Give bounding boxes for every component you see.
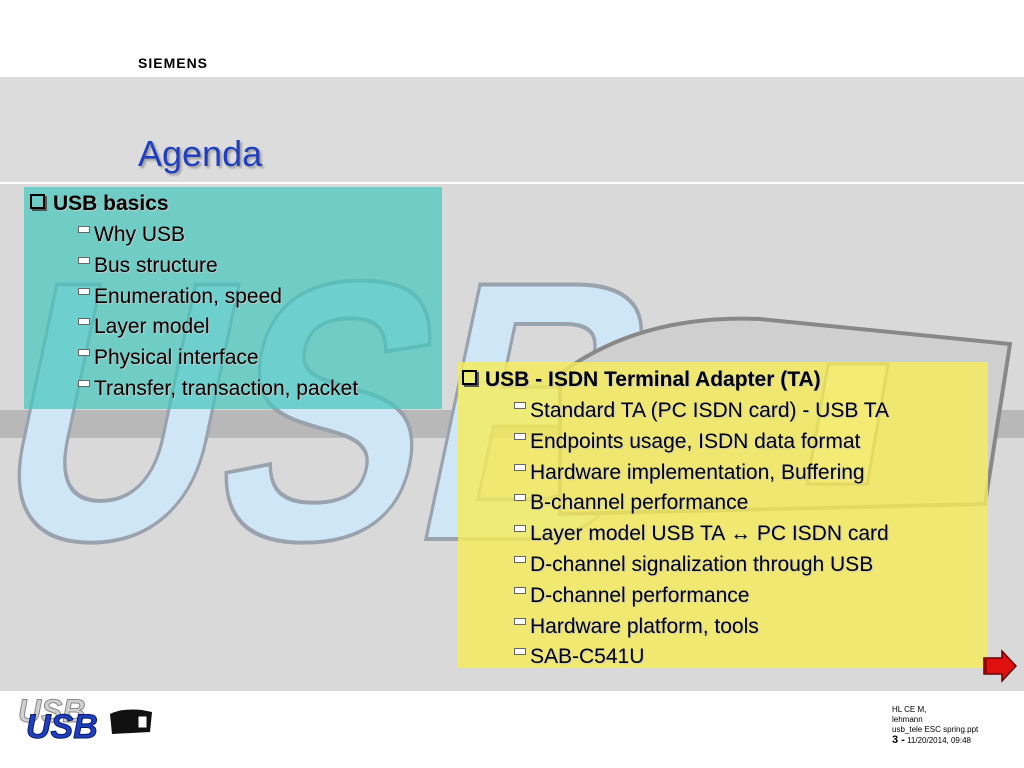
list-item: Physical interface: [78, 343, 358, 374]
dash-bullet-icon: [514, 463, 526, 471]
logo-shadow-text: USB: [18, 694, 86, 729]
footer-band: [0, 691, 1024, 768]
slide-footer: HL CE M, lehmann usb_tele ESC spring.ppt…: [892, 705, 978, 746]
list-item-text: D-channel performance: [530, 583, 750, 607]
list-item: Hardware implementation, Buffering: [514, 458, 889, 489]
list-item: Enumeration, speed: [78, 282, 358, 313]
list-item: B-channel performance: [514, 488, 889, 519]
list-item: D-channel signalization through USB: [514, 550, 889, 581]
page-title: Agenda: [138, 133, 263, 174]
dash-bullet-icon: [514, 555, 526, 563]
dash-bullet-icon: [514, 525, 526, 533]
list-item-text: B-channel performance: [530, 491, 749, 515]
footer-line: usb_tele ESC spring.ppt: [892, 725, 979, 734]
dash-bullet-icon: [514, 617, 526, 625]
list-item-text: Why USB: [94, 223, 186, 246]
footer-line: lehmann: [892, 715, 923, 724]
list-item: Layer model USB TA ↔ PC ISDN card: [514, 519, 889, 550]
usb-basics-box: [24, 187, 442, 409]
list-item: Hardware platform, tools: [514, 612, 889, 643]
section-heading-text: USB - ISDN Terminal Adapter (TA): [485, 368, 821, 391]
dash-bullet-icon: [514, 402, 526, 409]
dash-bullet-icon: [514, 494, 526, 502]
list-item: Bus structure: [78, 251, 358, 282]
dash-bullet-icon: [514, 648, 526, 656]
list-item-text: Bus structure: [94, 253, 218, 277]
checkbox-bullet-icon: [30, 194, 45, 209]
list-item: SAB-C541U: [514, 642, 889, 673]
list-item-text: Layer model: [94, 315, 210, 339]
list-item: Standard TA (PC ISDN card) - USB TA: [514, 396, 889, 427]
list-item: D-channel performance: [514, 581, 889, 612]
logo-text: USB: [26, 708, 98, 744]
dash-bullet-icon: [78, 287, 90, 295]
checkbox-bullet-icon: [462, 370, 477, 385]
list-item-text: Physical interface: [94, 346, 259, 370]
usb-isdn-box: [458, 362, 988, 668]
list-item-text: Enumeration, speed: [94, 284, 282, 308]
list-item: Layer model: [78, 312, 358, 343]
dash-bullet-icon: [78, 379, 90, 387]
dash-bullet-icon: [78, 318, 90, 326]
list-item-text: Layer model USB TA ↔ PC ISDN card: [530, 522, 889, 546]
list-item-text: Hardware platform, tools: [530, 614, 759, 638]
list-item-text: Endpoints usage, ISDN data format: [530, 429, 861, 453]
list-item-text: SAB-C541U: [530, 645, 645, 669]
list-item-text: Transfer, transaction, packet: [94, 376, 359, 400]
footer-datetime: 11/20/2014, 09:48: [907, 736, 971, 745]
dash-bullet-icon: [78, 226, 90, 233]
usb-isdn-list: Standard TA (PC ISDN card) - USB TA Endp…: [514, 396, 889, 673]
title-band: [0, 77, 1024, 182]
next-slide-arrow-icon[interactable]: [982, 648, 1018, 684]
footer-line: HL CE M,: [892, 705, 927, 714]
section-heading-text: USB basics: [53, 192, 169, 215]
company-brand: SIEMENS: [138, 55, 209, 71]
section-heading-usb-isdn: USB - ISDN Terminal Adapter (TA): [462, 368, 821, 392]
dash-bullet-icon: [78, 256, 90, 264]
list-item: Endpoints usage, ISDN data format: [514, 427, 889, 458]
list-item: Transfer, transaction, packet: [78, 374, 358, 405]
list-item-text: Standard TA (PC ISDN card) - USB TA: [530, 399, 890, 422]
list-item: Why USB: [78, 220, 358, 251]
usb-logo-icon: USB USB: [18, 694, 152, 744]
dash-bullet-icon: [514, 432, 526, 440]
section-heading-usb-basics: USB basics: [30, 192, 169, 216]
list-item-text: D-channel signalization through USB: [530, 552, 874, 576]
list-item-text: Hardware implementation, Buffering: [530, 460, 865, 484]
dash-bullet-icon: [78, 349, 90, 357]
usb-basics-list: Why USB Bus structure Enumeration, speed…: [78, 220, 358, 405]
page-number: 3 -: [892, 734, 905, 746]
divider-line: [0, 182, 1024, 184]
dash-bullet-icon: [514, 586, 526, 594]
